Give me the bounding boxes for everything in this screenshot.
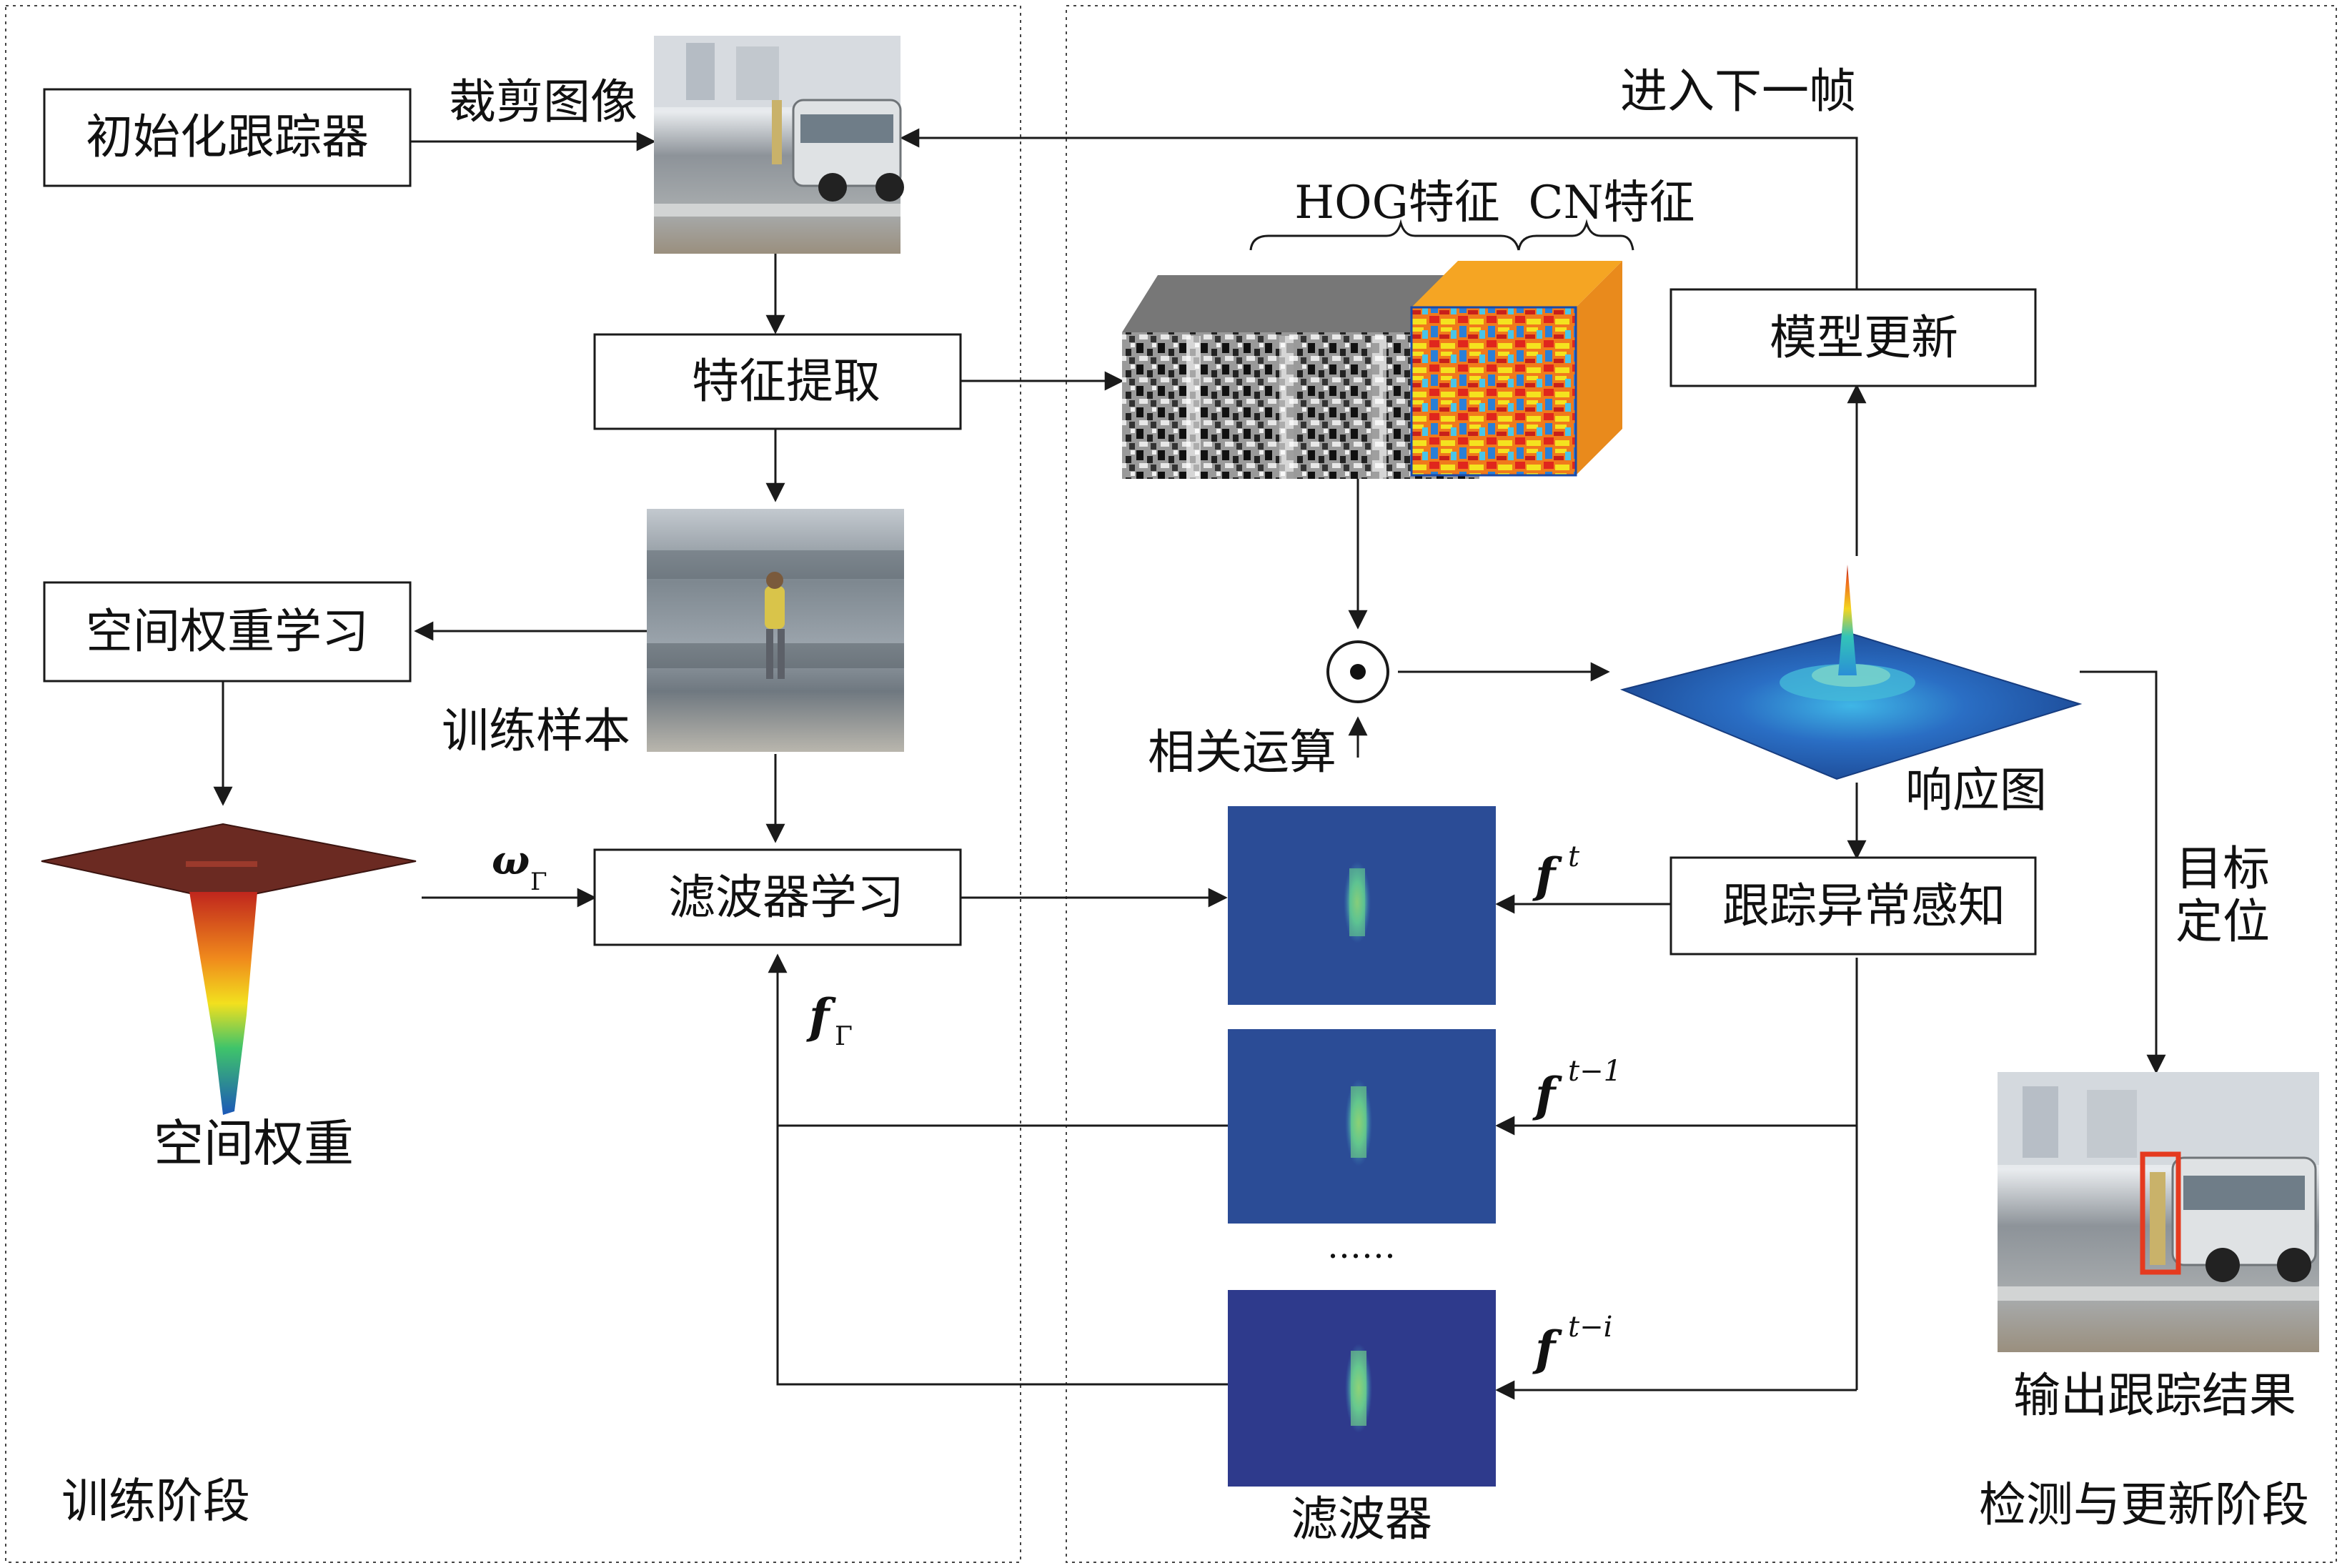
target-bounding-box [2140,1151,2181,1275]
training-sample-label: 训练样本 [442,703,630,758]
svg-text:f: f [1532,1321,1562,1376]
svg-text:ω: ω [492,837,530,884]
anomaly-perception-box: 跟踪异常感知 [1669,856,2037,956]
anomaly-perception-label: 跟踪异常感知 [1722,878,2005,933]
svg-text:f: f [1532,1067,1562,1123]
filter-tile-t-minus-1 [1228,1029,1496,1224]
svg-text:t−i: t−i [1568,1311,1612,1344]
filter-learning-box: 滤波器学习 [593,848,962,946]
svg-text:Γ: Γ [530,868,547,896]
target-localization-label-1: 目标 [2175,841,2270,896]
spatial-weight-learning-label: 空间权重学习 [86,604,369,659]
connectors [213,128,2166,1400]
hog-cn-brace [1249,219,1634,251]
hog-feature-label: HOG特征 [1294,177,1499,229]
response-map-surface [1619,565,2083,780]
model-update-box: 模型更新 [1669,288,2037,387]
tracking-output-image [1998,1072,2319,1352]
cn-feature-label: CN特征 [1529,177,1695,229]
filter-symbol-t-minus-1: f t−1 [1532,1055,1622,1123]
svg-text:f: f [806,988,836,1044]
svg-text:t: t [1568,840,1580,873]
training-sample-image [647,509,904,752]
feature-extraction-box: 特征提取 [593,333,962,430]
spatial-weight-surface [41,823,417,1115]
feature-extraction-label: 特征提取 [692,354,880,409]
filter-learning-label: 滤波器学习 [668,870,904,925]
omega-gamma-label: ω Γ [492,837,547,896]
crop-image-label: 裁剪图像 [449,74,637,129]
model-update-label: 模型更新 [1770,310,1958,365]
feature-stack-image [1122,261,1622,479]
filter-symbol-t-minus-i: f t−i [1532,1311,1612,1376]
svg-text:t−1: t−1 [1568,1055,1622,1088]
detection-stage-frame [1066,5,2337,1563]
init-tracker-label: 初始化跟踪器 [86,109,369,164]
training-stage-label: 训练阶段 [61,1474,250,1529]
detection-stage-label: 检测与更新阶段 [1979,1477,2309,1532]
correlation-operator [1326,640,1389,703]
correlation-op-label: 相关运算 [1148,725,1336,780]
svg-text:f: f [1532,848,1562,903]
response-map-label: 响应图 [1905,763,2047,818]
filter-tile-t-minus-i [1228,1290,1496,1487]
init-tracker-box: 初始化跟踪器 [43,88,412,187]
cropped-frame-image [654,36,904,254]
filter-tile-t [1228,806,1496,1005]
filter-symbol-t: f t [1532,840,1580,903]
filter-label: 滤波器 [1291,1492,1432,1547]
spatial-weight-learning-box: 空间权重学习 [43,581,412,683]
svg-text:Γ: Γ [835,1022,853,1051]
spatial-weight-label: 空间权重 [154,1114,354,1173]
next-frame-label: 进入下一帧 [1620,64,1856,119]
f-gamma-label: f Γ [806,988,853,1051]
filter-ellipsis: …… [1327,1226,1396,1266]
target-localization-label-2: 定位 [2175,894,2270,949]
output-result-label: 输出跟踪结果 [2013,1368,2296,1423]
training-stage-frame [5,5,1021,1563]
